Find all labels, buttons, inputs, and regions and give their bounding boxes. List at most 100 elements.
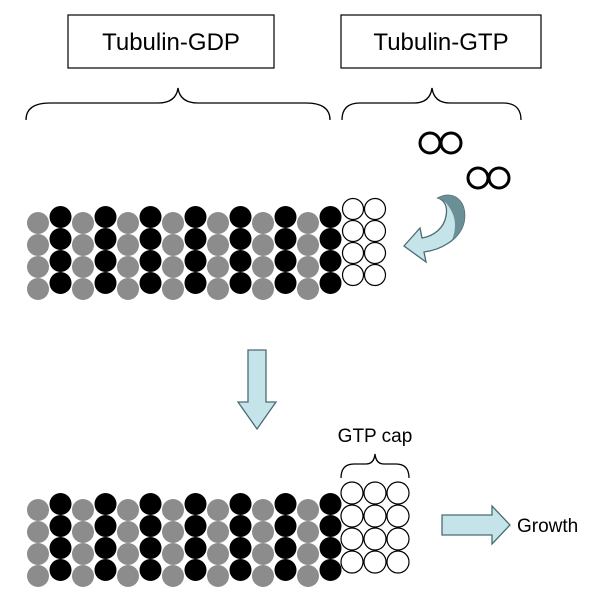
tubulin-gdp-dark-subunit — [139, 250, 162, 272]
tubulin-gdp-light-subunit — [162, 543, 184, 565]
tubulin-gdp-light-subunit — [117, 521, 139, 543]
tubulin-gdp-light-subunit — [162, 212, 184, 234]
tubulin-gtp-subunit — [341, 197, 365, 221]
tubulin-gdp-light-subunit — [72, 543, 94, 565]
tubulin-gdp-dark-subunit — [139, 515, 162, 537]
tubulin-gdp-dark-subunit — [319, 493, 342, 515]
tubulin-gdp-dark-subunit — [139, 559, 162, 581]
tubulin-gtp-subunit — [386, 527, 410, 551]
gtp-cap-bottom — [340, 481, 410, 574]
microtubule-lattice-top — [27, 206, 342, 300]
tubulin-gdp-label-box: Tubulin-GDP — [67, 14, 275, 69]
tubulin-gdp-light-subunit — [297, 543, 319, 565]
tubulin-gdp-dark-subunit — [94, 228, 117, 250]
tubulin-gdp-dark-subunit — [229, 515, 252, 537]
tubulin-gdp-dark-subunit — [139, 228, 162, 250]
tubulin-gdp-light-subunit — [117, 499, 139, 521]
tubulin-gdp-light-subunit — [117, 543, 139, 565]
tubulin-gdp-dark-subunit — [139, 493, 162, 515]
free-gtp-dimer — [418, 131, 463, 155]
gtp-brace — [341, 87, 522, 121]
tubulin-gdp-dark-subunit — [184, 272, 207, 294]
gtp-cap-brace — [340, 453, 410, 479]
tubulin-gtp-subunit — [386, 550, 410, 574]
tubulin-gdp-light-subunit — [252, 521, 274, 543]
tubulin-gdp-light-subunit — [207, 521, 229, 543]
tubulin-gdp-dark-subunit — [94, 537, 117, 559]
tubulin-gdp-light-subunit — [72, 234, 94, 256]
tubulin-gdp-light-subunit — [252, 256, 274, 278]
tubulin-gdp-dark-subunit — [49, 537, 72, 559]
tubulin-gdp-light-subunit — [207, 256, 229, 278]
tubulin-gdp-dark-subunit — [229, 559, 252, 581]
tubulin-gdp-dark-subunit — [184, 559, 207, 581]
tubulin-gtp-subunit — [340, 481, 364, 505]
tubulin-gdp-light-subunit — [297, 256, 319, 278]
tubulin-gdp-light-subunit — [72, 212, 94, 234]
tubulin-gdp-dark-subunit — [319, 228, 342, 250]
tubulin-gdp-dark-subunit — [94, 559, 117, 581]
gdp-brace — [25, 87, 331, 121]
tubulin-gdp-dark-subunit — [229, 250, 252, 272]
tubulin-gdp-light-subunit — [252, 212, 274, 234]
tubulin-gtp-label: Tubulin-GTP — [373, 29, 508, 56]
tubulin-gdp-light-subunit — [162, 234, 184, 256]
tubulin-gdp-dark-subunit — [229, 228, 252, 250]
tubulin-gtp-subunit — [341, 263, 365, 287]
tubulin-gdp-dark-subunit — [274, 228, 297, 250]
tubulin-gdp-light-subunit — [117, 256, 139, 278]
tubulin-gdp-light-subunit — [252, 278, 274, 300]
tubulin-gtp-subunit — [363, 219, 387, 243]
tubulin-gdp-dark-subunit — [139, 272, 162, 294]
tubulin-gdp-dark-subunit — [319, 250, 342, 272]
tubulin-gdp-dark-subunit — [94, 515, 117, 537]
tubulin-gdp-light-subunit — [117, 278, 139, 300]
tubulin-gdp-dark-subunit — [274, 493, 297, 515]
tubulin-gdp-dark-subunit — [274, 272, 297, 294]
tubulin-gtp-subunit — [363, 504, 387, 528]
tubulin-gdp-light-subunit — [162, 499, 184, 521]
tubulin-gdp-light-subunit — [27, 521, 49, 543]
tubulin-gdp-light-subunit — [297, 499, 319, 521]
growth-arrow — [441, 504, 511, 546]
tubulin-gdp-dark-subunit — [184, 250, 207, 272]
tubulin-gtp-subunit — [363, 241, 387, 265]
tubulin-gdp-light-subunit — [72, 565, 94, 587]
tubulin-gdp-light-subunit — [207, 565, 229, 587]
tubulin-gtp-subunit — [386, 504, 410, 528]
tubulin-gdp-label: Tubulin-GDP — [102, 29, 240, 56]
tubulin-gdp-dark-subunit — [184, 493, 207, 515]
tubulin-gdp-dark-subunit — [49, 493, 72, 515]
tubulin-gdp-light-subunit — [27, 256, 49, 278]
tubulin-gtp-subunit — [341, 241, 365, 265]
gtp-cap-label: GTP cap — [338, 426, 413, 447]
tubulin-gdp-light-subunit — [252, 543, 274, 565]
tubulin-gdp-light-subunit — [27, 565, 49, 587]
tubulin-gdp-dark-subunit — [274, 250, 297, 272]
tubulin-gdp-light-subunit — [297, 212, 319, 234]
tubulin-gdp-light-subunit — [252, 499, 274, 521]
tubulin-gdp-dark-subunit — [229, 493, 252, 515]
tubulin-gdp-dark-subunit — [94, 206, 117, 228]
tubulin-gdp-dark-subunit — [49, 228, 72, 250]
tubulin-gdp-dark-subunit — [49, 250, 72, 272]
tubulin-gtp-subunit — [386, 481, 410, 505]
tubulin-gdp-dark-subunit — [94, 493, 117, 515]
tubulin-gtp-subunit — [340, 550, 364, 574]
tubulin-gdp-dark-subunit — [229, 206, 252, 228]
growth-label: Growth — [517, 516, 578, 537]
tubulin-gdp-dark-subunit — [274, 206, 297, 228]
curved-incorporation-arrow — [403, 194, 466, 264]
tubulin-gdp-light-subunit — [117, 565, 139, 587]
tubulin-gdp-dark-subunit — [229, 272, 252, 294]
tubulin-gdp-dark-subunit — [49, 515, 72, 537]
tubulin-gtp-subunit — [363, 550, 387, 574]
tubulin-gdp-dark-subunit — [184, 515, 207, 537]
tubulin-gdp-dark-subunit — [274, 537, 297, 559]
tubulin-gdp-light-subunit — [117, 234, 139, 256]
tubulin-gdp-light-subunit — [162, 278, 184, 300]
tubulin-gdp-light-subunit — [297, 278, 319, 300]
tubulin-gdp-dark-subunit — [184, 206, 207, 228]
tubulin-gdp-dark-subunit — [94, 250, 117, 272]
tubulin-gtp-subunit — [363, 263, 387, 287]
